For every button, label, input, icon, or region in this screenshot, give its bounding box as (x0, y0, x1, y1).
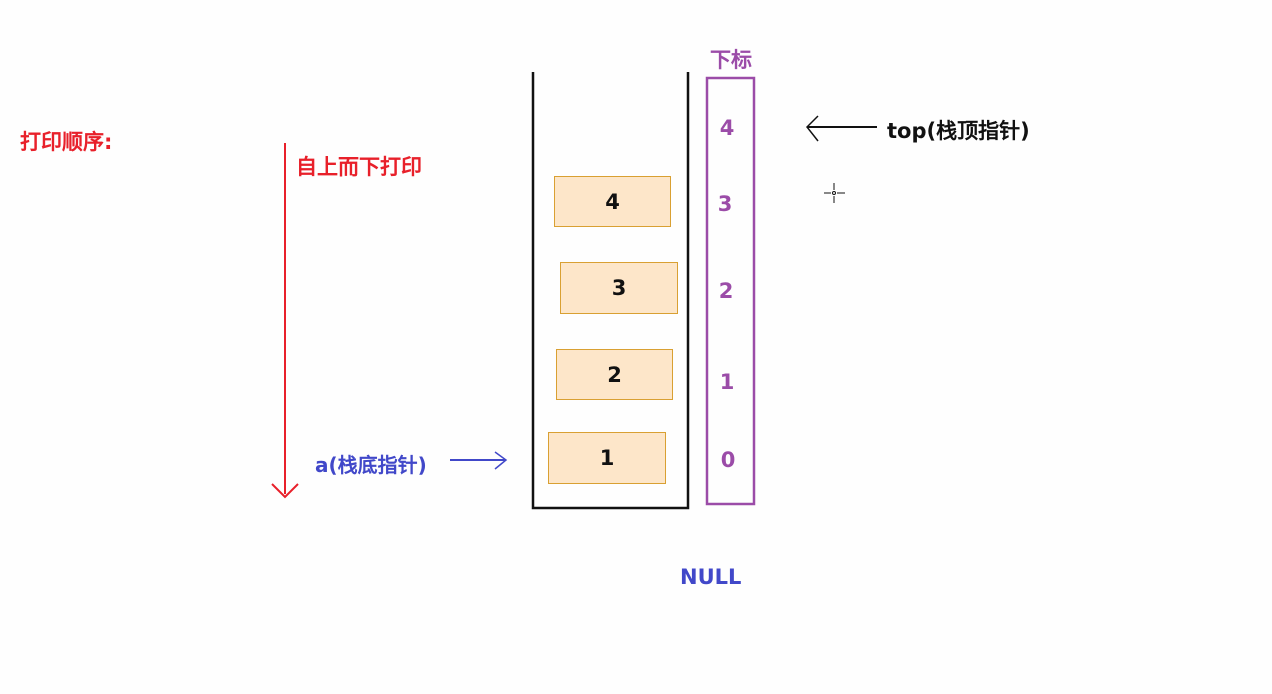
index-column (705, 76, 756, 506)
index-value: 1 (719, 370, 735, 394)
stack-element: 3 (560, 262, 678, 314)
print-direction-arrowhead (271, 483, 299, 499)
base-pointer-label: a(栈底指针) (315, 453, 427, 477)
index-value: 2 (718, 279, 734, 303)
top-to-bottom-label: 自上而下打印 (296, 155, 422, 179)
top-pointer-label: top(栈顶指针) (887, 119, 1030, 143)
index-value: 3 (717, 192, 733, 216)
print-order-label: 打印顺序: (20, 130, 113, 154)
index-header: 下标 (710, 48, 752, 72)
crosshair-cursor-icon (824, 183, 845, 203)
stack-container (531, 72, 690, 510)
index-value: 4 (719, 116, 735, 140)
top-pointer-arrowhead (805, 115, 819, 142)
stack-element: 4 (554, 176, 671, 227)
stack-element: 1 (548, 432, 666, 484)
index-value: 0 (720, 448, 736, 472)
null-label: NULL (680, 565, 742, 589)
base-pointer-arrowhead (494, 451, 508, 470)
stack-element: 2 (556, 349, 673, 400)
